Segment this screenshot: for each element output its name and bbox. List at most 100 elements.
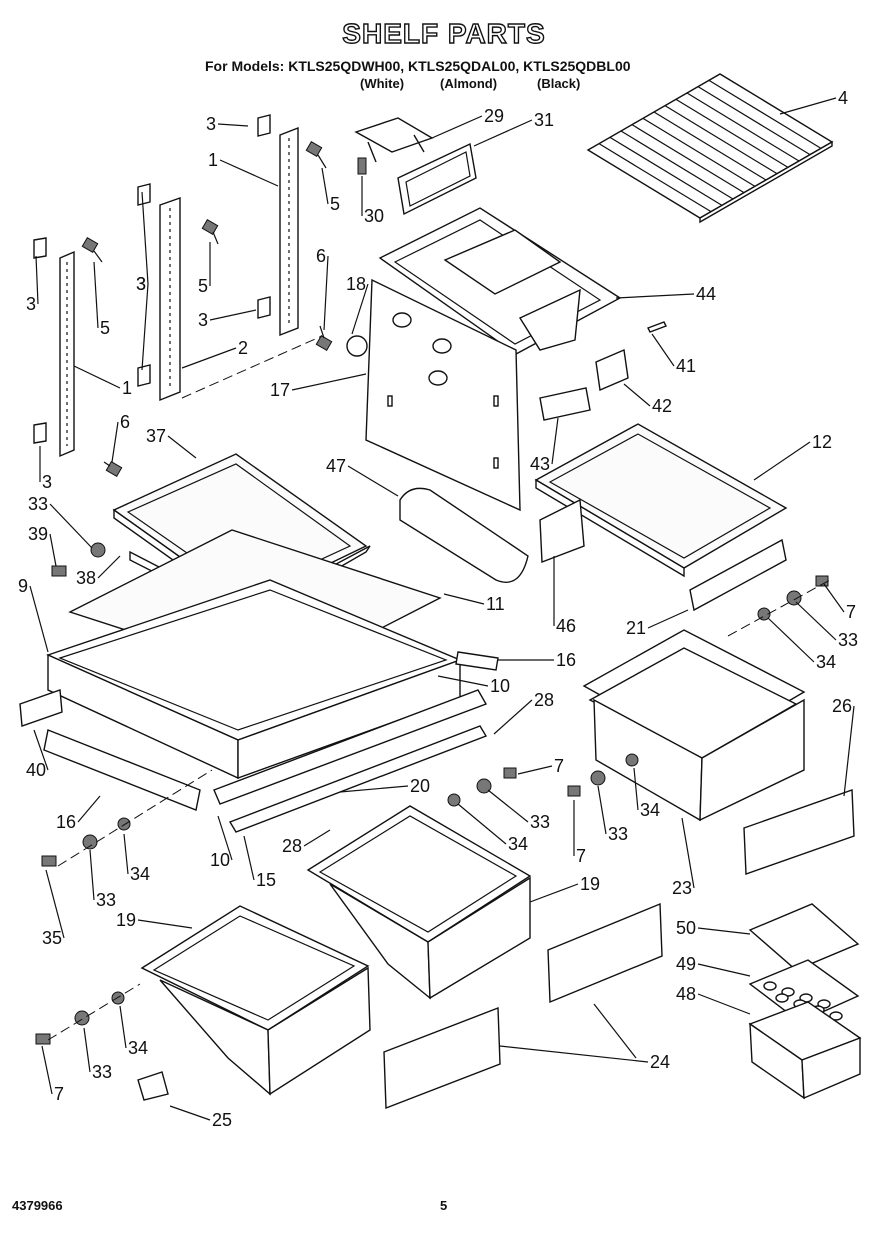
callout-1: 1 (122, 378, 132, 398)
leader-line (633, 767, 639, 811)
leader-line (437, 675, 489, 687)
leader-line (779, 97, 837, 115)
callout-26: 26 (832, 696, 852, 716)
leader-line (517, 765, 553, 775)
shelf-divider-47 (399, 487, 529, 583)
callout-33: 33 (608, 824, 628, 844)
wire-rod (697, 86, 811, 156)
leader-line (45, 869, 65, 939)
leader-line (137, 919, 193, 929)
callout-20: 20 (410, 776, 430, 796)
leader-line (291, 373, 367, 391)
egg-hole (829, 1011, 843, 1021)
egg-hole (763, 981, 777, 991)
leader-line (347, 465, 399, 497)
leader-line (697, 993, 751, 1015)
callout-15: 15 (256, 870, 276, 890)
wire-rod (631, 124, 745, 194)
leader-line (219, 159, 279, 187)
crisper-drawer-center (306, 805, 532, 1000)
leader-line (123, 833, 129, 875)
wire-rod (675, 98, 789, 168)
leader-line (77, 795, 101, 823)
callout-48: 48 (676, 984, 696, 1004)
callout-7: 7 (54, 1084, 64, 1104)
callout-43: 43 (530, 454, 550, 474)
callout-4: 4 (838, 88, 848, 108)
leader-line (499, 1045, 649, 1063)
leader-line (49, 503, 93, 549)
leader-line (339, 785, 409, 793)
callout-5: 5 (198, 276, 208, 296)
callout-19: 19 (116, 910, 136, 930)
variant-almond: (Almond) (440, 76, 498, 91)
leader-line (73, 365, 121, 389)
leader-line (697, 927, 751, 935)
shelf-ladder-rail-left (33, 237, 75, 458)
callout-42: 42 (652, 396, 672, 416)
leader-line (243, 835, 255, 881)
callout-3: 3 (198, 310, 208, 330)
leader-line (209, 309, 257, 321)
callout-28: 28 (282, 836, 302, 856)
callout-1: 1 (208, 150, 218, 170)
callout-33: 33 (96, 890, 116, 910)
leader-line (651, 333, 675, 367)
leader-line (41, 1045, 53, 1095)
leader-line (593, 1003, 637, 1059)
callout-33: 33 (28, 494, 48, 514)
leader-line (681, 817, 695, 889)
crisper-drawer-right (582, 629, 806, 822)
leader-line (615, 293, 695, 299)
callout-3: 3 (206, 114, 216, 134)
leader-line (167, 435, 197, 459)
leader-line (623, 383, 651, 407)
page-title: SHELF PARTS (342, 17, 546, 49)
callout-6: 6 (316, 246, 326, 266)
leader-line (323, 255, 329, 331)
callout-17: 17 (270, 380, 290, 400)
wire-rod (609, 136, 723, 206)
egg-bin-lid (748, 903, 860, 971)
callout-47: 47 (326, 456, 346, 476)
wire-rod (598, 143, 712, 213)
callout-29: 29 (484, 106, 504, 126)
crisper-housing (365, 207, 622, 512)
callout-44: 44 (696, 284, 716, 304)
leader-line (217, 123, 249, 127)
leader-line (49, 533, 57, 567)
leader-line (551, 417, 559, 465)
leader-line (473, 119, 533, 147)
leader-line (753, 441, 811, 481)
leader-line (119, 1005, 127, 1049)
callout-35: 35 (42, 928, 62, 948)
glass-shelf-right (534, 423, 788, 612)
leader-line (843, 705, 855, 797)
callout-3: 3 (136, 274, 146, 294)
egg-tray (748, 959, 860, 1023)
callout-5: 5 (100, 318, 110, 338)
leader-line (303, 829, 331, 847)
leader-line (321, 167, 329, 205)
callout-40: 40 (26, 760, 46, 780)
leader-line (823, 583, 845, 613)
leader-line (93, 261, 99, 329)
leader-line (169, 1105, 211, 1121)
crisper-drawer-lower (140, 905, 371, 1096)
wire-rod (620, 130, 734, 200)
callout-49: 49 (676, 954, 696, 974)
callout-31: 31 (534, 110, 554, 130)
variant-white: (White) (360, 76, 405, 91)
drawer-front-24-lower (383, 1006, 501, 1110)
drawer-front-26 (743, 789, 855, 875)
alignment-line-rail (181, 335, 323, 399)
callout-38: 38 (76, 568, 96, 588)
callout-10: 10 (210, 850, 230, 870)
drawer-clip-25 (137, 1071, 169, 1101)
shelf-ladder-rail-right (257, 114, 299, 337)
models-line: For Models: KTLS25QDWH00, KTLS25QDAL00, … (205, 58, 631, 74)
callout-2: 2 (238, 338, 248, 358)
callout-34: 34 (128, 1038, 148, 1058)
